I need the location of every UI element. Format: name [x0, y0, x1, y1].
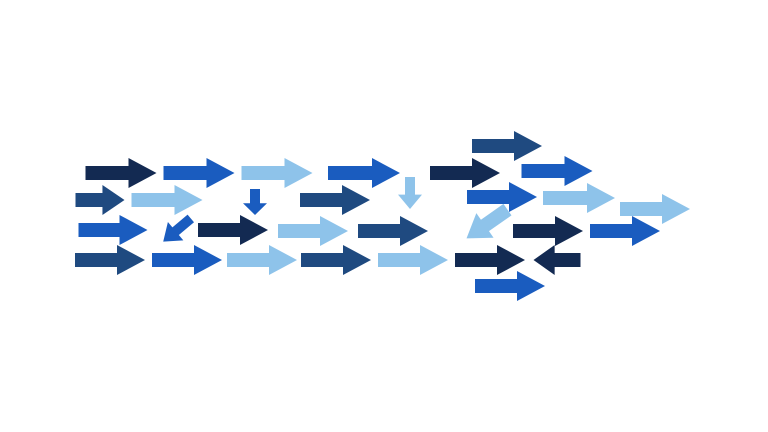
arrow-icon: [513, 216, 583, 246]
arrow-icon: [198, 215, 268, 245]
arrow-icon: [300, 185, 370, 215]
arrow-icon: [543, 183, 615, 213]
arrow-icon: [398, 177, 422, 209]
arrow-icon: [328, 158, 400, 188]
arrow-icon: [152, 245, 222, 275]
arrow-icon: [85, 158, 157, 188]
arrow-icon: [590, 216, 660, 246]
arrow-icon: [533, 245, 581, 275]
arrow-icon: [475, 271, 545, 301]
arrow-icon: [430, 158, 500, 188]
arrow-icon: [278, 216, 348, 246]
arrow-icon: [358, 216, 428, 246]
arrow-icon: [243, 189, 267, 215]
arrow-icon: [131, 185, 203, 215]
arrow-icon: [301, 245, 371, 275]
arrow-icon: [378, 245, 448, 275]
arrow-icon: [472, 131, 542, 161]
arrow-icon: [466, 203, 512, 239]
arrow-icon: [521, 156, 593, 186]
arrow-icon: [75, 185, 125, 215]
arrow-icon: [78, 215, 148, 245]
arrow-icon: [467, 182, 537, 212]
arrow-icon: [163, 214, 195, 242]
arrow-icon: [620, 194, 690, 224]
arrow-icon: [163, 158, 235, 188]
arrow-icon: [455, 245, 525, 275]
arrow-icon: [227, 245, 297, 275]
arrow-icon: [241, 158, 313, 188]
arrow-icon: [75, 245, 145, 275]
